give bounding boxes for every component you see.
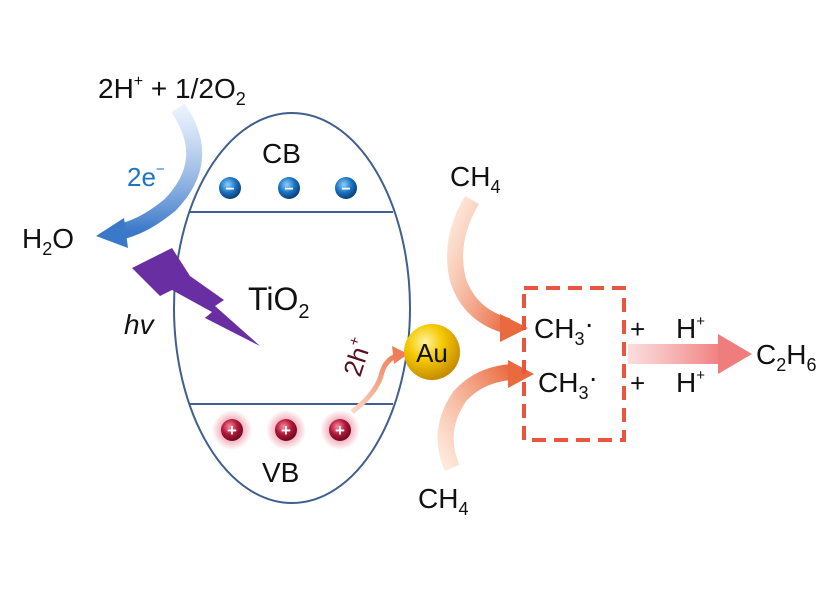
- methane-top-label: CH4: [450, 161, 500, 197]
- methane-top-arrow: [447, 195, 511, 334]
- proton-1-label: H+: [676, 313, 705, 344]
- light-label: hv: [124, 309, 156, 340]
- electrons: − − −: [219, 177, 357, 199]
- electron-icon: −: [335, 177, 357, 199]
- hole-icon: +: [266, 410, 306, 450]
- methane-bottom-label: CH4: [418, 483, 468, 519]
- electron-transfer-arrow: [116, 103, 203, 240]
- svg-text:−: −: [225, 181, 234, 198]
- hole-transfer-arrow: [350, 353, 398, 414]
- hole-icon: +: [320, 410, 360, 450]
- methane-top-arrowhead: [500, 314, 528, 342]
- hole-icon: +: [212, 410, 252, 450]
- lightning-icon: [132, 248, 260, 346]
- radical-1-label: CH3·: [534, 308, 594, 349]
- methane-bottom-arrowhead: [508, 360, 534, 388]
- radical-box: [522, 286, 626, 442]
- electron-icon: −: [278, 177, 300, 199]
- water-label: H2O: [22, 223, 74, 259]
- reactants-label: 2H+ + 1/2O2: [98, 73, 246, 109]
- product-arrowhead: [718, 334, 752, 374]
- vb-label: VB: [262, 457, 299, 488]
- product-label: C2H6: [756, 339, 817, 375]
- svg-text:+: +: [281, 421, 291, 440]
- tio2-label: TiO2: [248, 281, 309, 323]
- electron-transfer-arrowhead: [96, 218, 128, 248]
- methane-bottom-arrow: [437, 364, 513, 472]
- svg-text:−: −: [341, 181, 350, 198]
- au-label: Au: [416, 338, 448, 368]
- product-arrow-shaft: [628, 344, 722, 364]
- electrons-label: 2e−: [127, 161, 165, 192]
- plus-1-label: +: [630, 314, 645, 344]
- proton-2-label: H+: [676, 367, 705, 398]
- svg-text:+: +: [335, 421, 345, 440]
- plus-2-label: +: [630, 368, 645, 398]
- radical-2-label: CH3·: [538, 362, 598, 403]
- svg-text:−: −: [284, 181, 293, 198]
- hole-transfer-arrowhead: [392, 346, 408, 364]
- cb-label: CB: [262, 138, 301, 169]
- svg-text:+: +: [227, 421, 237, 440]
- gold-sphere-icon: [404, 324, 460, 380]
- tio2-particle: [173, 112, 411, 504]
- electron-icon: −: [219, 177, 241, 199]
- holes: + + +: [212, 410, 360, 450]
